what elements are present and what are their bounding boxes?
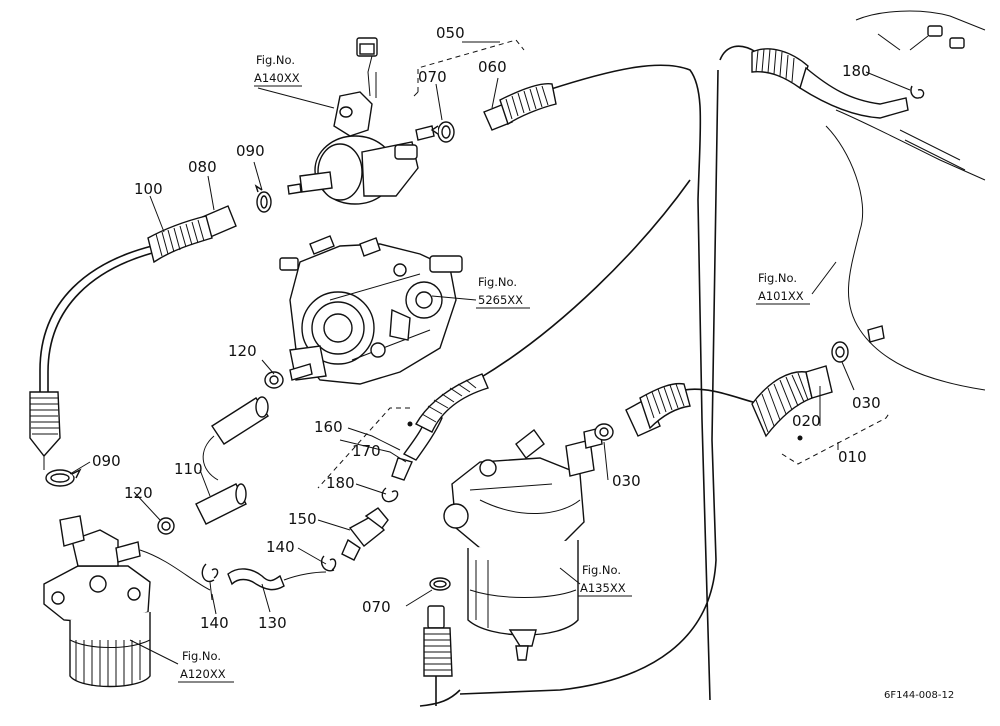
drawing-code: 6F144-008-12 (884, 690, 954, 701)
part-label-090-left: 090 (92, 452, 121, 470)
fig-ref-a101-number: A101XX (758, 289, 804, 303)
part-label-100: 100 (134, 180, 163, 198)
fig-ref-a135-prefix: Fig.No. (582, 563, 621, 577)
pump-nipples (287, 125, 435, 195)
hose-assembly-050 (483, 83, 557, 131)
part-label-030-mid: 030 (612, 472, 641, 490)
clamp-120-low (157, 517, 175, 535)
clamp-120-mid (264, 363, 313, 389)
hose-bottom-vertical (423, 605, 453, 677)
fig-ref-a140-number: A140XX (254, 71, 300, 85)
hose-assembly-010 (751, 365, 833, 441)
fuel-filter-a120 (43, 515, 211, 688)
part-label-140-low: 140 (200, 614, 229, 632)
part-label-110: 110 (174, 460, 203, 478)
part-label-090-top: 090 (236, 142, 265, 160)
hose-left-vertical (29, 391, 61, 470)
part-label-180-top: 180 (842, 62, 871, 80)
injection-pump (279, 235, 463, 385)
hose-mid-right (625, 382, 691, 437)
clip-140-mid (320, 555, 337, 572)
part-label-160: 160 (314, 418, 343, 436)
part-label-030-right: 030 (852, 394, 881, 412)
fig-ref-5265-prefix: Fig.No. (478, 275, 517, 289)
fig-ref-a120-prefix: Fig.No. (182, 649, 221, 663)
leader-lines (69, 41, 911, 665)
water-separator-a135 (443, 427, 603, 661)
fig-ref-a120-number: A120XX (180, 667, 226, 681)
fuel-line-routing (39, 45, 761, 707)
part-labels: 050 070 060 090 080 100 180 120 090 110 … (92, 24, 881, 632)
fig-ref-a140-prefix: Fig.No. (256, 53, 295, 67)
part-label-180-mid: 180 (326, 474, 355, 492)
part-label-070-top: 070 (418, 68, 447, 86)
hose-110 (195, 396, 269, 525)
hose-assembly-080 (147, 205, 237, 264)
connector-150 (341, 507, 389, 561)
fig-ref-a135: Fig.No. A135XX (578, 563, 632, 597)
feed-pump (299, 37, 419, 205)
clamp-070-low (429, 577, 451, 591)
part-label-130: 130 (258, 614, 287, 632)
part-label-120-mid: 120 (228, 342, 257, 360)
part-label-170: 170 (352, 442, 381, 460)
fig-ref-a101-prefix: Fig.No. (758, 271, 797, 285)
fig-ref-a101: Fig.No. A101XX (756, 271, 810, 305)
bracket-010 (781, 411, 891, 465)
part-label-010: 010 (838, 448, 867, 466)
clamp-090-top (254, 184, 272, 213)
part-label-070-low: 070 (362, 598, 391, 616)
clip-180-top (910, 85, 925, 99)
hose-130 (227, 568, 327, 591)
clamp-090-left (45, 468, 82, 487)
clamp-070-top (430, 121, 455, 143)
clip-180-mid (381, 487, 399, 503)
bracket-050 (413, 39, 525, 97)
fig-ref-a120: Fig.No. A120XX (178, 649, 234, 683)
clamp-030-mid (594, 423, 614, 441)
part-label-020: 020 (792, 412, 821, 430)
part-label-120-low: 120 (124, 484, 153, 502)
clip-140-low (201, 563, 219, 601)
fig-ref-a140: Fig.No. A140XX (254, 53, 302, 87)
clamp-030-right (831, 325, 885, 363)
bracket-160 (317, 407, 410, 489)
part-label-060: 060 (478, 58, 507, 76)
part-label-150: 150 (288, 510, 317, 528)
part-label-050: 050 (436, 24, 465, 42)
engine-outline-right (825, 10, 986, 391)
fig-ref-5265-number: 5265XX (478, 293, 523, 307)
part-label-080: 080 (188, 158, 217, 176)
fig-ref-5265: Fig.No. 5265XX (476, 275, 530, 309)
hose-160-170 (391, 373, 489, 481)
fig-ref-a135-number: A135XX (580, 581, 626, 595)
part-label-140-mid: 140 (266, 538, 295, 556)
hose-top-right (751, 48, 909, 119)
